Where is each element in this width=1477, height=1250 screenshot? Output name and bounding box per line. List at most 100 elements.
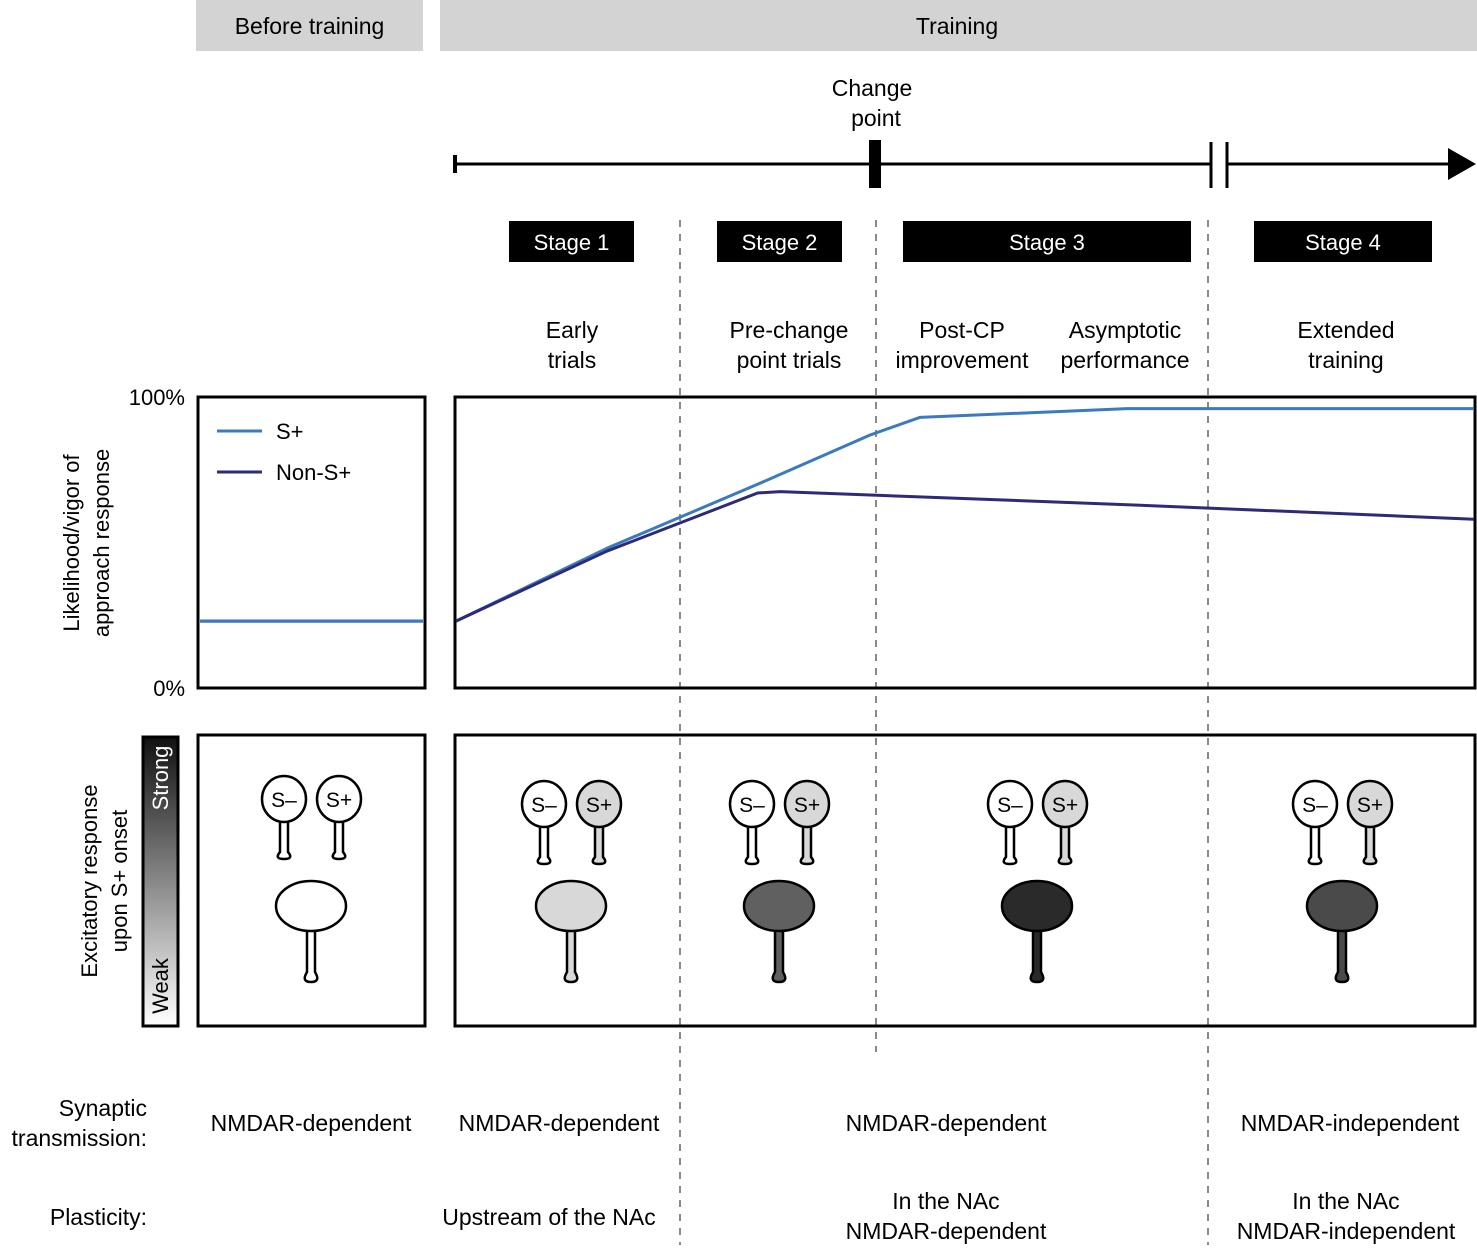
before-chart-frame [196, 395, 427, 690]
nac-neuron-soma-stage1 [534, 879, 608, 933]
nac-neuron-soma-before [274, 879, 348, 933]
input-sminus-stage4-axon [1307, 823, 1323, 866]
input-sminus-stage3: S– [986, 779, 1034, 866]
training-header-bar [440, 0, 1477, 51]
nac-neuron-soma-stage3 [1000, 879, 1074, 933]
input-splus-stage1-soma [575, 779, 623, 829]
phase-asymptotic-line1: Asymptotic [1069, 317, 1181, 343]
chart-legend: S+ Non-S+ [217, 419, 351, 485]
input-splus-before-soma [315, 774, 363, 824]
legend-label-nonsplus: Non-S+ [276, 460, 351, 485]
phase-extended-line2: training [1308, 347, 1383, 373]
training-response-frame [453, 733, 1477, 1028]
input-sminus-stage4-soma [1291, 779, 1339, 829]
ytick-0: 0% [153, 676, 185, 701]
input-splus-before: S+ [315, 774, 363, 861]
series-line-nonsplus [455, 490, 1475, 623]
plasticity-stage2-3-line1: In the NAc [892, 1188, 999, 1214]
plasticity-stage4-line1: In the NAc [1292, 1188, 1399, 1214]
input-sminus-stage2-axon [744, 823, 760, 866]
input-splus-stage1-label: S+ [586, 794, 612, 817]
chart-ylabel-line1: Likelihood/vigor of [59, 453, 84, 631]
input-splus-stage1: S+ [575, 779, 623, 866]
input-splus-stage4: S+ [1346, 779, 1394, 866]
input-sminus-stage1-axon [536, 823, 552, 866]
input-sminus-stage3-axon [1002, 823, 1018, 866]
input-splus-stage2-soma [783, 779, 831, 829]
nac-neuron-soma-stage4 [1305, 879, 1379, 933]
before-training-header: Before training [235, 13, 385, 39]
input-splus-before-axon [331, 818, 347, 861]
change-point-marker [869, 140, 881, 188]
stage-4-label: Stage 4 [1305, 230, 1381, 255]
input-splus-stage2-label: S+ [794, 794, 820, 817]
synaptic-before: NMDAR-dependent [211, 1110, 412, 1136]
change-point-label-line1: Change [832, 75, 913, 101]
plasticity-stage1: Upstream of the NAc [442, 1204, 655, 1230]
input-sminus-stage1-label: S– [531, 794, 557, 817]
phase-early-line1: Early [546, 317, 599, 343]
input-sminus-stage1: S– [520, 779, 568, 866]
nac-neuron-axon-stage1 [563, 923, 579, 984]
ytick-100: 100% [129, 385, 185, 410]
training-chart-frame [453, 395, 1477, 690]
stage-4-box [1254, 221, 1432, 262]
legend-label-splus: S+ [276, 419, 304, 444]
before-response-frame [196, 733, 427, 1028]
response-ylabel-line1: Excitatory response [77, 784, 102, 977]
nac-neuron-axon-before [303, 923, 319, 984]
input-splus-stage2: S+ [783, 779, 831, 866]
nac-neuron-axon-stage4 [1334, 923, 1350, 984]
neuron-group-stage4: S– S+ [1291, 779, 1394, 984]
input-sminus-stage2-label: S– [739, 794, 765, 817]
change-point-label-line2: point [851, 105, 901, 131]
training-header: Training [916, 13, 998, 39]
stage-1-box [509, 221, 634, 262]
input-sminus-before: S– [260, 774, 308, 861]
neuron-group-stage3: S– S+ [986, 779, 1089, 984]
neuron-group-stage2: S– S+ [728, 779, 831, 984]
neuron-group-before: S–S+ [260, 774, 363, 984]
phase-postcp-line1: Post-CP [919, 317, 1005, 343]
input-splus-stage4-label: S+ [1357, 794, 1383, 817]
neuron-diagrams: S–S+S–S+S–S+S–S+S–S+ [260, 774, 1394, 984]
nac-neuron-axon-stage3 [1029, 923, 1045, 984]
before-training-header-bar [196, 0, 423, 51]
stage-3-box [903, 221, 1191, 262]
stage-2-label: Stage 2 [742, 230, 818, 255]
input-splus-stage1-axon [591, 823, 607, 866]
stage-dividers [679, 220, 1209, 1245]
input-splus-stage3-soma [1041, 779, 1089, 829]
input-sminus-stage2-soma [728, 779, 776, 829]
gradient-strong-label: Strong [148, 746, 173, 811]
neuron-group-stage1: S– S+ [520, 779, 623, 984]
plasticity-row-label: Plasticity: [50, 1204, 147, 1230]
series-line-splus [455, 407, 1474, 623]
phase-early-line2: trials [548, 347, 597, 373]
input-sminus-before-axon [276, 818, 292, 861]
input-sminus-stage1-soma [520, 779, 568, 829]
stage-1-label: Stage 1 [534, 230, 610, 255]
training-chart-lines [455, 407, 1475, 623]
synaptic-row-label-line2: transmission: [12, 1125, 147, 1151]
synaptic-row-label-line1: Synaptic [59, 1095, 147, 1121]
input-sminus-stage3-label: S– [997, 794, 1023, 817]
phase-postcp-line2: improvement [896, 347, 1030, 373]
plasticity-stage4-line2: NMDAR-independent [1237, 1218, 1456, 1244]
input-splus-stage4-axon [1362, 823, 1378, 866]
input-sminus-stage4: S– [1291, 779, 1339, 866]
synaptic-stage4: NMDAR-independent [1241, 1110, 1460, 1136]
input-splus-stage4-soma [1346, 779, 1394, 829]
input-sminus-stage4-label: S– [1302, 794, 1328, 817]
stage-3-label: Stage 3 [1009, 230, 1085, 255]
response-ylabel-line2: upon S+ onset [107, 810, 132, 953]
synaptic-stage2-3: NMDAR-dependent [846, 1110, 1047, 1136]
timeline: Change point [453, 75, 1476, 188]
phase-prechange-line1: Pre-change [730, 317, 849, 343]
phase-asymptotic-line2: performance [1060, 347, 1189, 373]
chart-ylabel-line2: approach response [89, 449, 114, 637]
input-sminus-stage2: S– [728, 779, 776, 866]
input-splus-stage3: S+ [1041, 779, 1089, 866]
nac-neuron-soma-stage2 [742, 879, 816, 933]
